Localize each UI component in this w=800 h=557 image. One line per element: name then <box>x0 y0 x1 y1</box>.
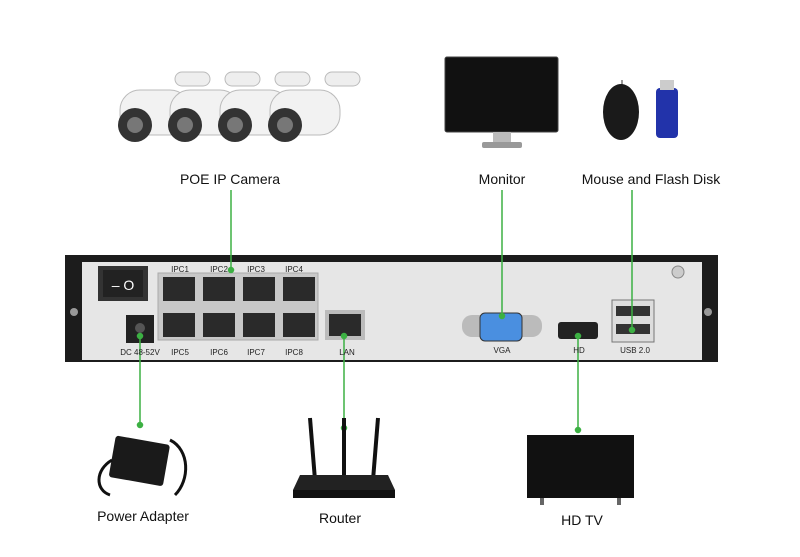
ip-cameras <box>118 71 361 143</box>
port-vga: VGA <box>493 346 511 355</box>
port-ipc5: IPC5 <box>171 348 189 357</box>
label-poe-ip-camera: POE IP Camera <box>179 171 281 187</box>
port-ipc6: IPC6 <box>210 348 228 357</box>
port-ipc3: IPC3 <box>247 265 265 274</box>
hd-tv-image <box>527 435 634 505</box>
label-mouse-flash: Mouse and Flash Disk <box>581 171 721 187</box>
mouse-flash-image <box>603 80 678 140</box>
port-hd: HD <box>573 346 585 355</box>
port-usb: USB 2.0 <box>620 346 650 355</box>
router-image <box>293 417 395 498</box>
svg-text:– O: – O <box>112 277 135 293</box>
nvr-back-panel: – O <box>65 255 718 362</box>
port-ipc2: IPC2 <box>210 265 228 274</box>
port-dc: DC 48-52V <box>120 348 160 357</box>
label-router: Router <box>318 510 362 526</box>
label-hd-tv: HD TV <box>561 512 603 528</box>
monitor-image <box>444 56 559 148</box>
port-ipc8: IPC8 <box>285 348 303 357</box>
port-ipc7: IPC7 <box>247 348 265 357</box>
port-ipc4: IPC4 <box>285 265 303 274</box>
port-lan: LAN <box>339 348 355 357</box>
power-adapter-image <box>97 435 188 497</box>
port-ipc1: IPC1 <box>171 265 189 274</box>
label-power-adapter: Power Adapter <box>97 508 189 524</box>
label-monitor: Monitor <box>478 171 526 187</box>
connection-lines <box>136 190 636 434</box>
